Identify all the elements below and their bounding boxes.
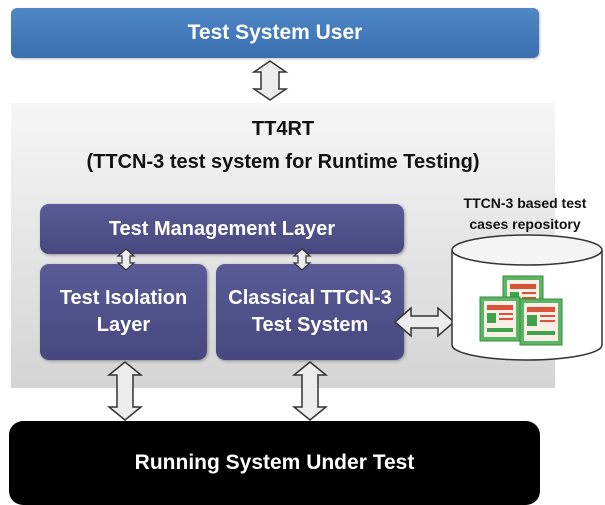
running-system-under-test-box: Running System Under Test xyxy=(9,421,540,505)
repository-label-line2: cases repository xyxy=(469,216,581,232)
tt4rt-title: TT4RT xyxy=(251,118,315,140)
classical-ttcn3-label-line1: Classical TTCN-3 xyxy=(228,287,392,309)
test-isolation-layer-label-line2: Layer xyxy=(96,314,151,336)
test-isolation-layer-label-line1: Test Isolation xyxy=(59,287,188,309)
classical-to-sut-arrow xyxy=(291,361,329,421)
test-management-layer-label: Test Management Layer xyxy=(108,217,336,240)
test-management-layer-box: Test Management Layer xyxy=(40,204,404,254)
repository-label-line1: TTCN-3 based test xyxy=(463,195,587,211)
test-system-user-box: Test System User xyxy=(11,8,539,58)
test-case-card-icon xyxy=(519,298,563,346)
user-to-tt4rt-arrow xyxy=(251,60,289,101)
test-case-card-icon xyxy=(479,296,521,342)
test-system-user-label: Test System User xyxy=(187,21,363,44)
test-isolation-layer-box: Test Isolation Layer xyxy=(40,264,207,360)
running-system-under-test-label: Running System Under Test xyxy=(134,451,415,474)
isolation-to-sut-arrow xyxy=(106,361,144,421)
classical-ttcn3-test-system-box: Classical TTCN-3 Test System xyxy=(216,264,404,360)
tt4rt-subtitle: (TTCN-3 test system for Runtime Testing) xyxy=(86,151,480,173)
classical-to-repository-arrow xyxy=(393,306,456,338)
classical-ttcn3-label-line2: Test System xyxy=(251,314,369,336)
management-to-isolation-arrow xyxy=(116,248,136,271)
repository-label: TTCN-3 based test cases repository xyxy=(445,193,605,235)
management-to-classical-arrow xyxy=(292,248,312,271)
